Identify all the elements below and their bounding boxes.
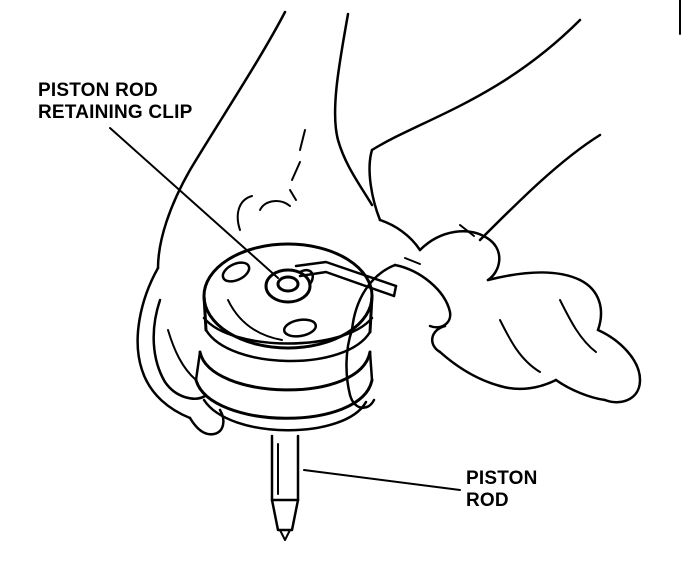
piston-rod-callout-line1: PISTON bbox=[466, 468, 538, 489]
rod-leader-line bbox=[303, 469, 461, 491]
retaining-clip-callout-line1: PISTON ROD bbox=[38, 80, 158, 101]
left-hand bbox=[136, 10, 374, 436]
pick-tool bbox=[294, 260, 398, 298]
retaining-clip-callout-line2: RETAINING CLIP bbox=[38, 102, 193, 123]
retaining-clip-callout: PISTON ROD RETAINING CLIP bbox=[38, 80, 192, 124]
clip-leader-line bbox=[109, 127, 279, 279]
piston-rod bbox=[270, 434, 300, 541]
piston-rod-callout-line2: ROD bbox=[466, 490, 509, 511]
right-hand bbox=[345, 18, 642, 409]
retaining-clip bbox=[264, 268, 312, 304]
diaphragm-canister bbox=[194, 242, 374, 432]
piston-rod-callout: PISTON ROD bbox=[466, 468, 538, 512]
